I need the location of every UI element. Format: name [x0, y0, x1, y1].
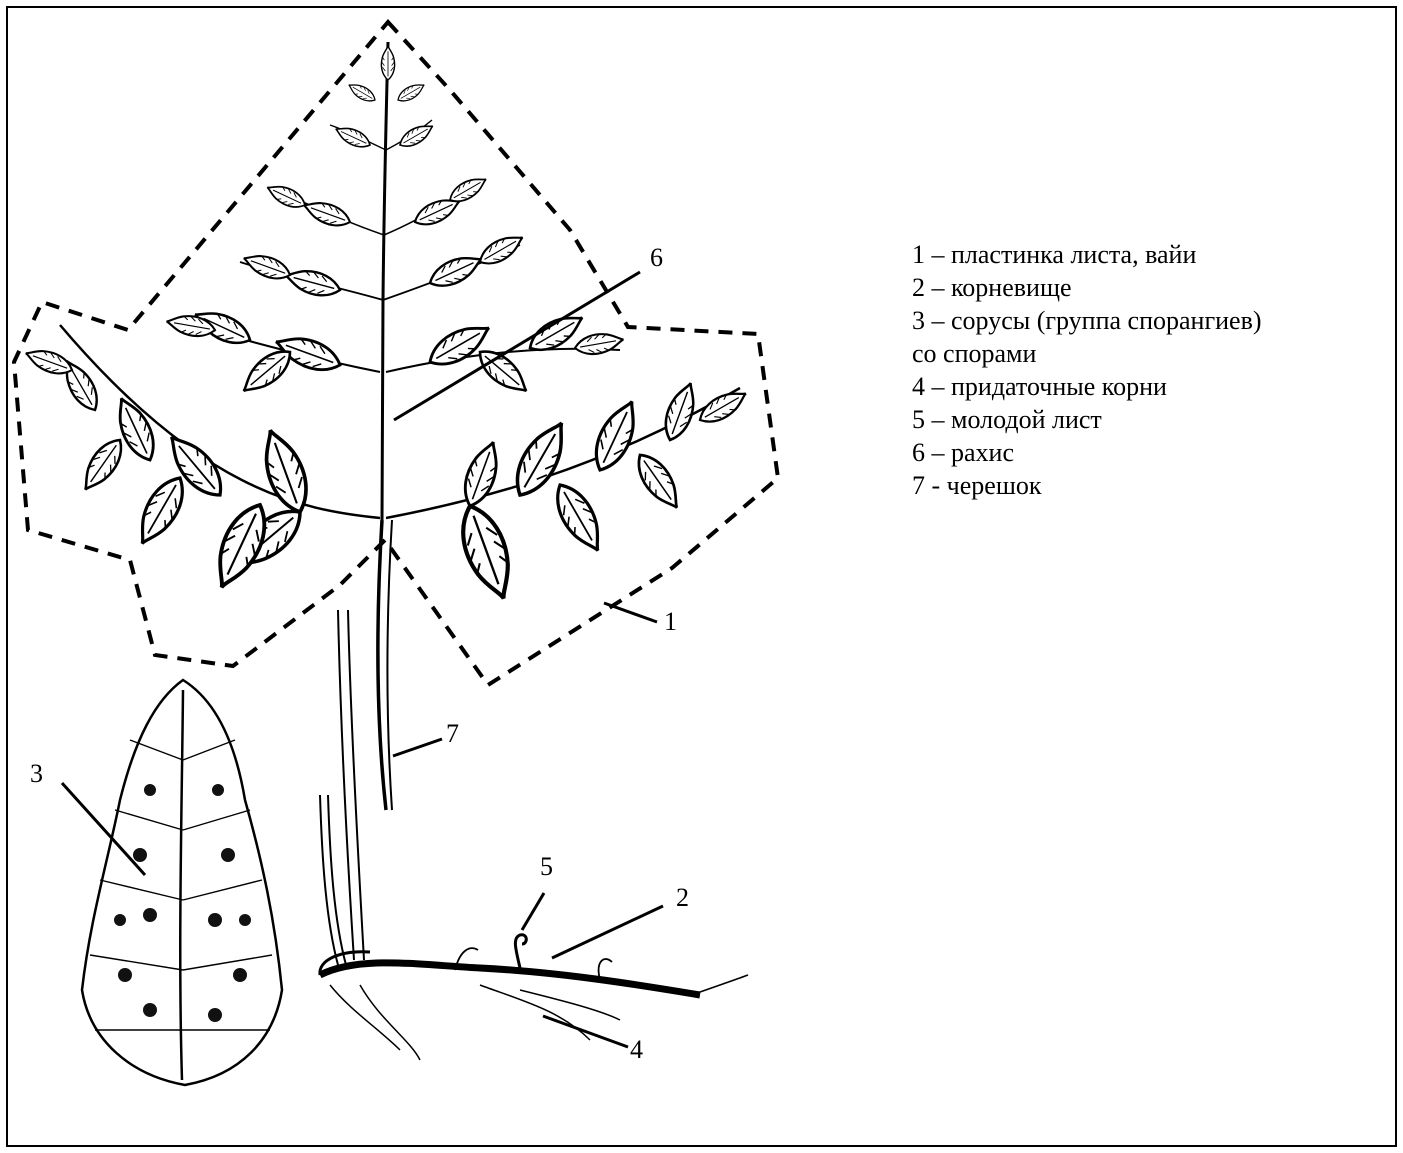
- legend-item-5: 5 – молодой лист: [912, 403, 1262, 436]
- legend-item-6: 6 – рахис: [912, 436, 1262, 469]
- legend-item-2: 2 – корневище: [912, 271, 1262, 304]
- legend-item-4: 4 – придаточные корни: [912, 370, 1262, 403]
- callout-2: 2: [676, 883, 689, 912]
- fertile-pinna: [82, 680, 282, 1085]
- legend: 1 – пластинка листа, вайи 2 – корневище …: [912, 238, 1262, 502]
- legend-item-3-continued: со спорами: [912, 337, 1262, 370]
- callout-4: 4: [630, 1035, 643, 1064]
- legend-item-3: 3 – сорусы (группа спорангиев): [912, 304, 1262, 337]
- callout-7: 7: [446, 719, 459, 748]
- frond: [60, 42, 740, 810]
- callout-6: 6: [650, 243, 663, 272]
- second-stalk: [320, 610, 364, 965]
- blade-dashed-outline: [14, 22, 778, 685]
- callout-3: 3: [30, 759, 43, 788]
- callout-5: 5: [540, 852, 553, 881]
- callout-1: 1: [664, 607, 677, 636]
- legend-item-7: 7 - черешок: [912, 469, 1262, 502]
- legend-item-1: 1 – пластинка листа, вайи: [912, 238, 1262, 271]
- rhizome: [320, 935, 748, 1060]
